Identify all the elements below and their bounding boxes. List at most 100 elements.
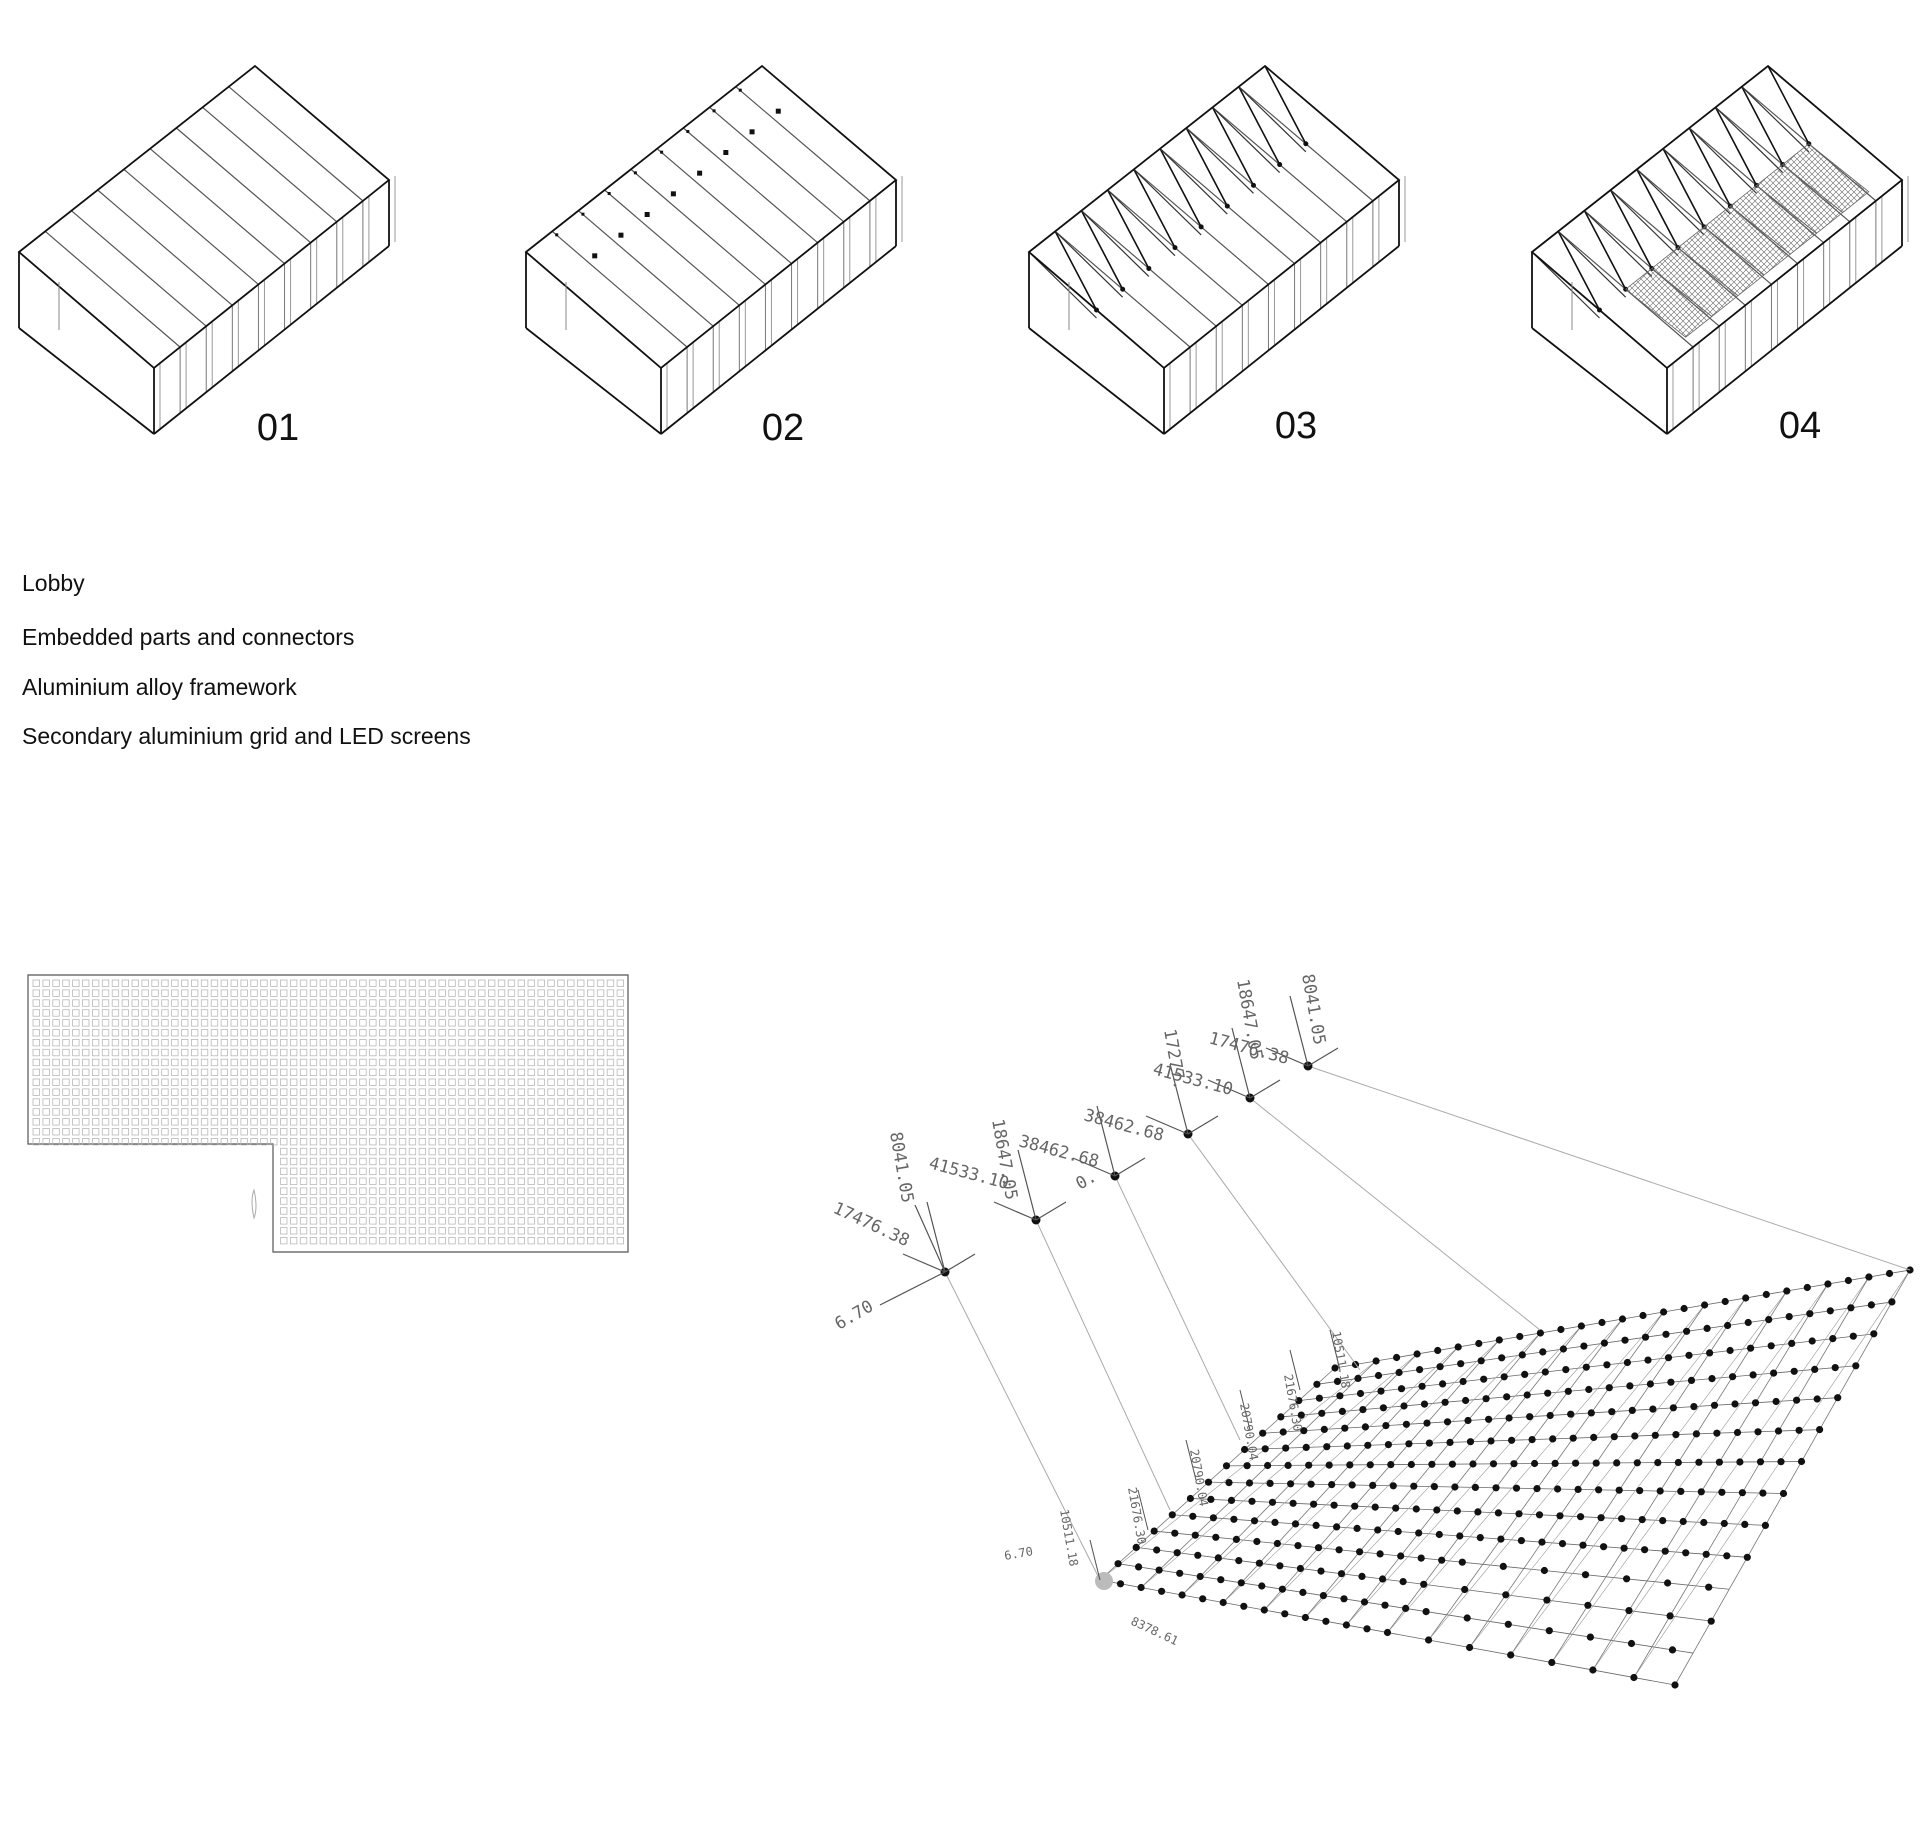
grid-cell: [487, 1118, 496, 1126]
grid-cell: [299, 1217, 308, 1225]
grid-node: [1422, 1608, 1430, 1616]
grid-cell: [587, 1128, 595, 1136]
grid-cell: [596, 1029, 605, 1037]
human-scale-figure: [251, 1188, 257, 1220]
grid-cell: [121, 1078, 129, 1086]
grid-node: [1132, 1543, 1140, 1551]
grid-node: [1556, 1512, 1564, 1520]
grid-cell: [616, 1138, 624, 1146]
grid-cell: [567, 1098, 575, 1106]
grid-cell: [111, 1009, 120, 1017]
grid-cell: [379, 1048, 387, 1057]
grid-cell: [289, 999, 298, 1007]
grid-node: [1359, 1406, 1367, 1414]
grid-node: [1464, 1416, 1472, 1425]
grid-cell: [547, 1068, 555, 1076]
grid-cell: [418, 1177, 427, 1185]
grid-node: [1348, 1481, 1356, 1489]
grid-cell: [280, 989, 288, 997]
grid-node: [1353, 1524, 1361, 1532]
grid-node: [1379, 1575, 1387, 1583]
grid-cell: [398, 1098, 407, 1106]
grid-cell: [289, 1098, 298, 1106]
grid-cell: [52, 1039, 60, 1047]
grid-node: [1515, 1510, 1523, 1518]
grid-cell: [369, 1108, 377, 1116]
structural-label: 8041.05: [1297, 972, 1329, 1046]
grid-cell: [379, 1068, 387, 1076]
grid-cell: [408, 1147, 417, 1156]
grid-cell: [567, 1058, 575, 1067]
grid-node: [1312, 1521, 1320, 1529]
grid-cell: [250, 1019, 258, 1027]
grid-cell: [72, 1068, 80, 1076]
grid-node: [1538, 1538, 1546, 1546]
grid-cell: [487, 1058, 496, 1067]
grid-node: [1743, 1553, 1751, 1561]
grid-cell: [299, 1068, 308, 1076]
truss-diagonal: [1185, 127, 1229, 207]
grid-cell: [270, 1058, 278, 1067]
grid-cell: [468, 1009, 476, 1017]
grid-cell: [418, 1167, 427, 1175]
grid-cell: [547, 1147, 555, 1156]
grid-node: [1533, 1485, 1541, 1493]
grid-cell: [606, 1128, 615, 1136]
frame-rib: [228, 86, 364, 202]
grid-node: [1434, 1346, 1442, 1355]
grid-node: [1521, 1370, 1529, 1378]
grid-cell: [537, 1177, 545, 1185]
grid-cell: [42, 1009, 50, 1017]
grid-cell: [210, 1039, 219, 1047]
grid-cell: [121, 979, 129, 987]
structural-label: 6.70: [1003, 1544, 1034, 1563]
grid-node: [1463, 1614, 1471, 1622]
grid-node: [1590, 1433, 1598, 1441]
grid-cell: [616, 1187, 624, 1195]
grid-node: [1436, 1363, 1444, 1371]
grid-cell: [349, 1029, 357, 1037]
grid-cell: [497, 1237, 506, 1245]
axis-arrow: [1114, 1157, 1146, 1177]
grid-cell: [438, 1029, 446, 1037]
grid-node: [1633, 1459, 1641, 1467]
grid-cell: [537, 1098, 545, 1106]
grid-node: [1690, 1403, 1698, 1411]
grid-cell: [596, 1138, 605, 1146]
structural-label: 10511.18: [1057, 1508, 1081, 1567]
grid-node: [1371, 1503, 1379, 1511]
axis-arrow: [879, 1271, 946, 1306]
grid-cell: [428, 1217, 436, 1225]
grid-cell: [557, 1088, 565, 1096]
grid-node: [1610, 1433, 1618, 1441]
truss-joint: [1251, 182, 1256, 188]
grid-node: [1423, 1419, 1431, 1427]
grid-cell: [359, 1227, 367, 1235]
connector-block: [670, 191, 676, 197]
grid-cell: [587, 1197, 595, 1205]
grid-cell: [428, 1237, 436, 1245]
grid-cell: [388, 1207, 397, 1215]
grid-cell: [606, 1048, 615, 1057]
grid-node: [1705, 1583, 1713, 1591]
grid-cell: [606, 1029, 615, 1037]
grid-cell: [230, 1068, 238, 1076]
grid-cell: [319, 1029, 328, 1037]
grid-cell: [577, 1237, 585, 1245]
grid-cell: [418, 979, 427, 987]
grid-cell: [190, 1138, 199, 1146]
grid-cell: [121, 1118, 129, 1126]
grid-node: [1562, 1366, 1570, 1374]
grid-cell: [438, 1217, 446, 1225]
grid-node: [1664, 1354, 1673, 1362]
grid-cell: [72, 1138, 80, 1146]
grid-cell: [517, 1039, 525, 1047]
grid-node: [1351, 1502, 1359, 1510]
grid-cell: [468, 1207, 476, 1215]
grid-cell: [151, 989, 159, 997]
structural-label: 8041.05: [885, 1130, 917, 1204]
axis-arrow: [993, 1201, 1037, 1221]
grid-cell: [616, 1147, 624, 1156]
grid-cell: [62, 1058, 70, 1067]
grid-cell: [210, 1098, 219, 1106]
